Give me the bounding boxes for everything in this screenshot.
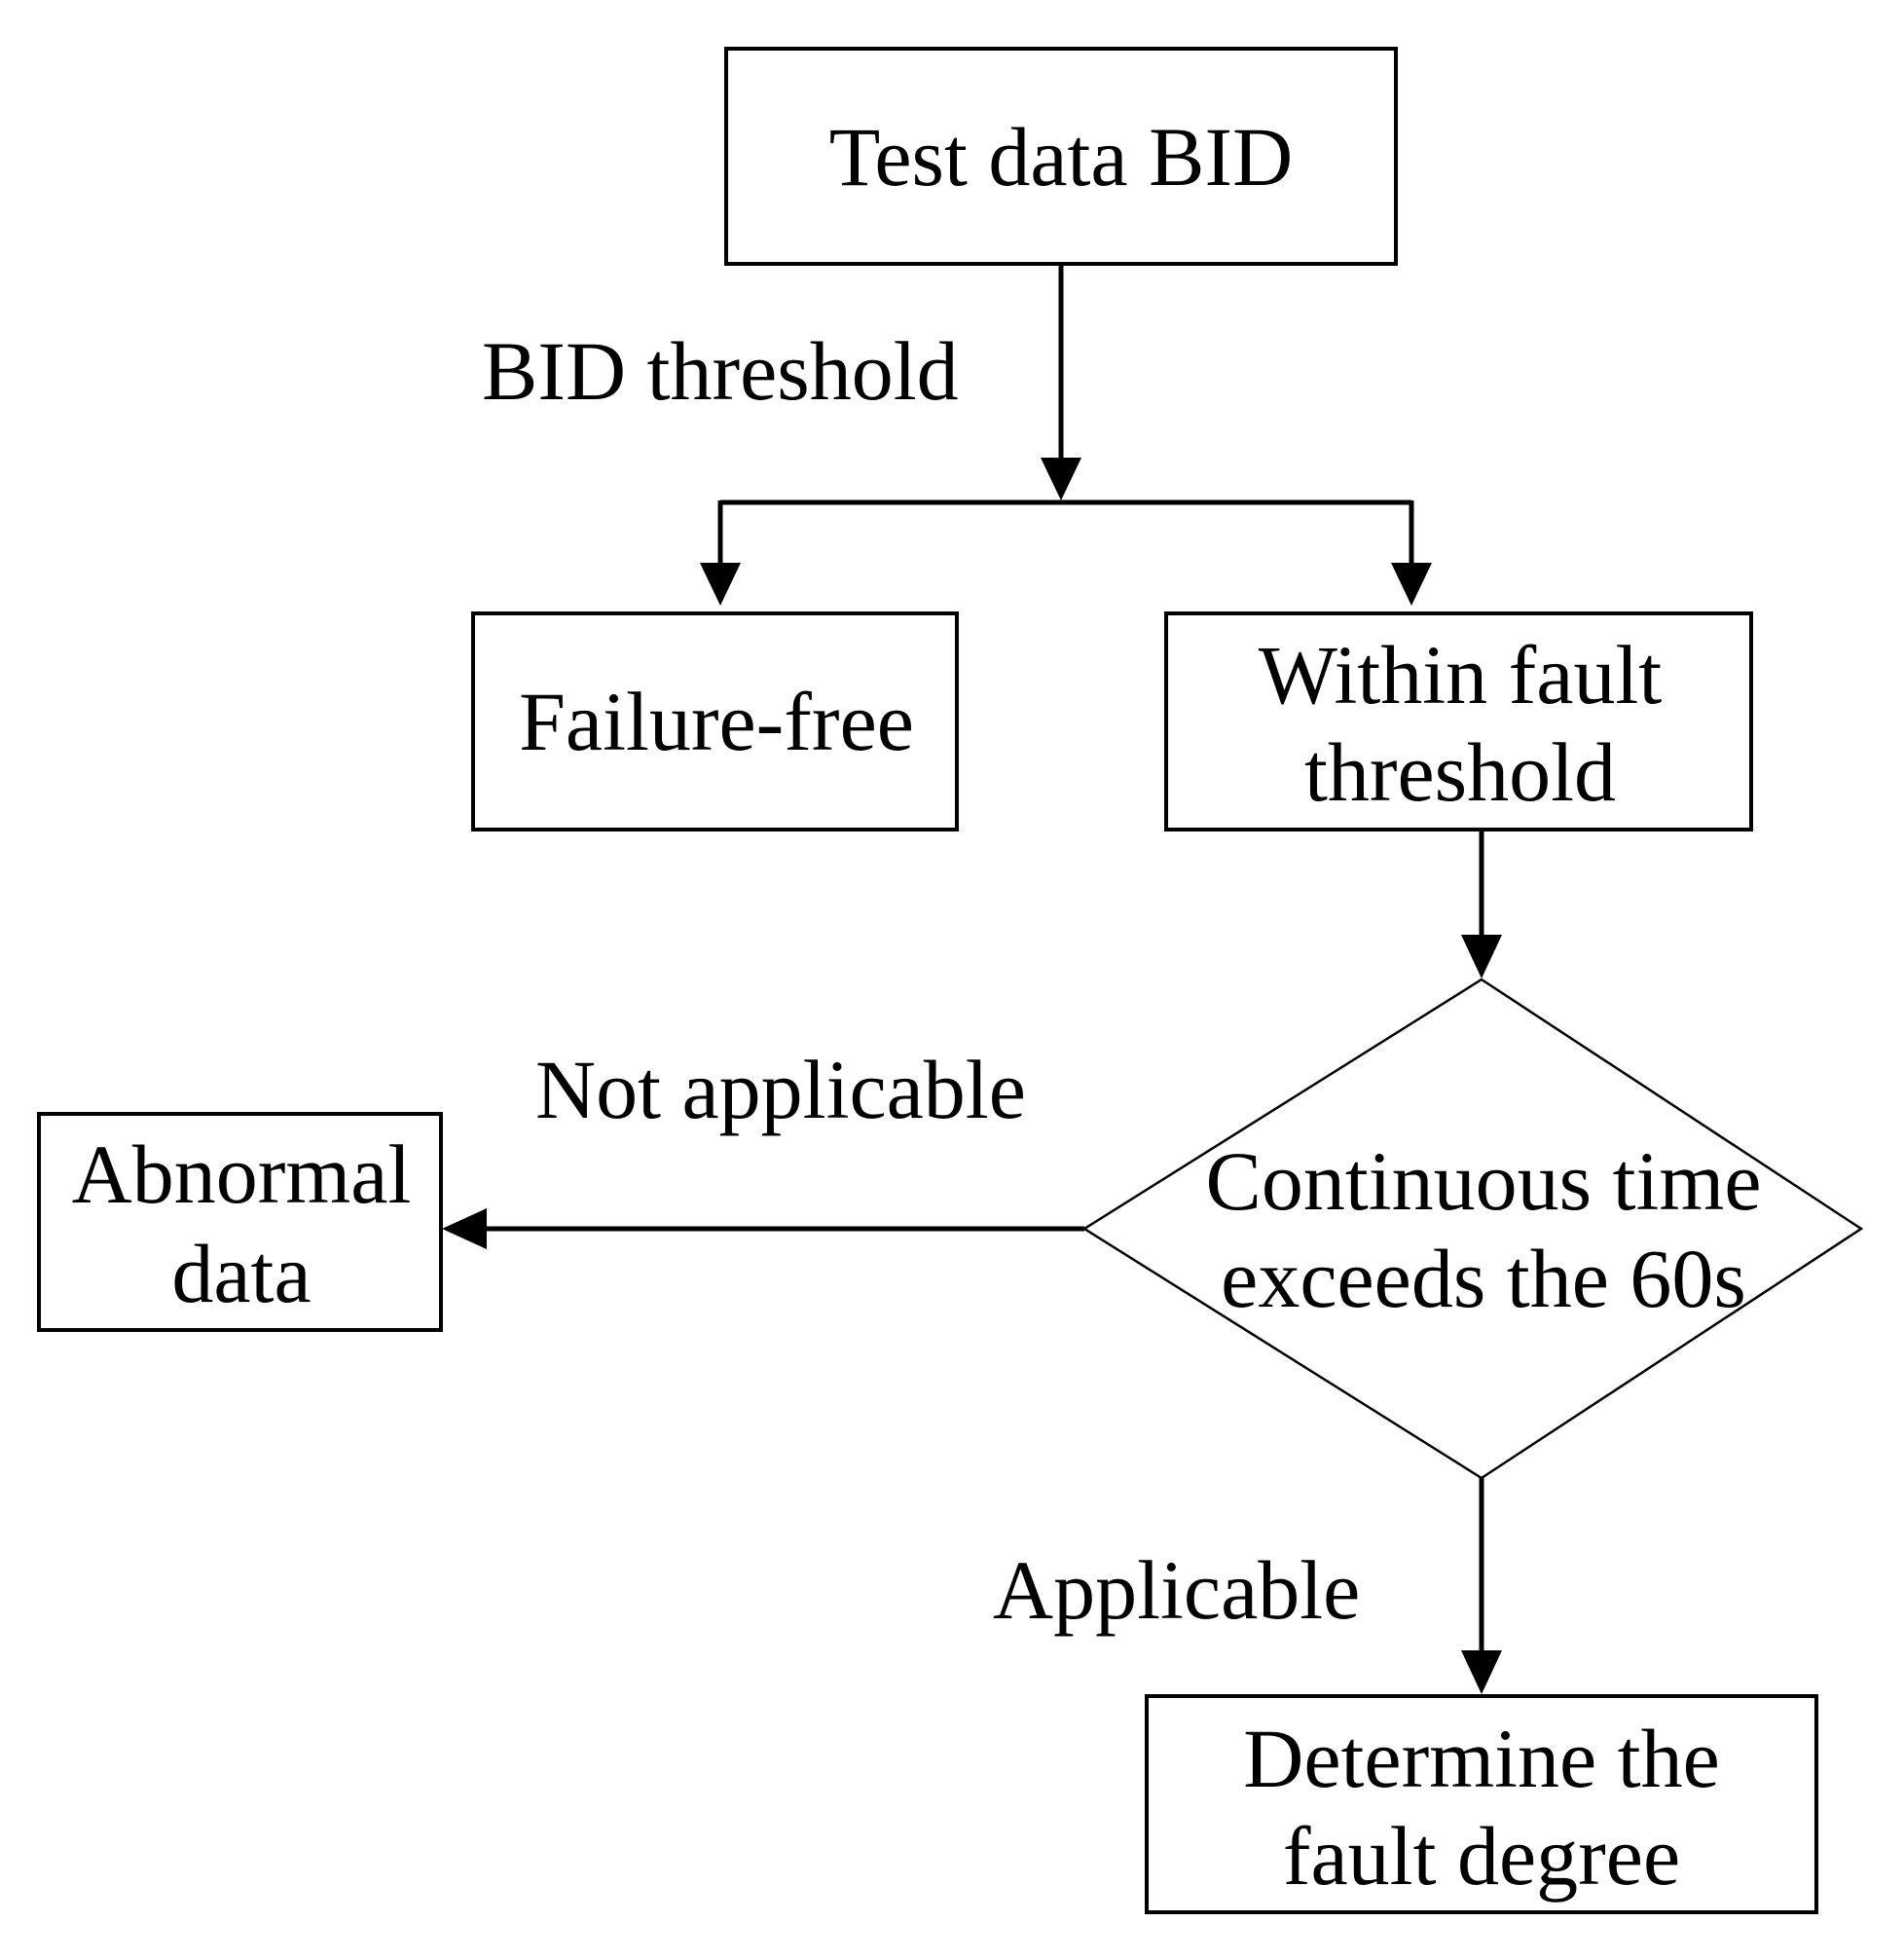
node-determine-label-line2: fault degree [1283,1809,1680,1903]
node-failure-free-label: Failure-free [519,675,914,768]
node-within-fault-label-line2: threshold [1304,725,1616,819]
node-determine-fault-degree: Determine the fault degree [1145,1694,1818,1914]
arrowhead-down [700,563,741,606]
edge-decision-to-abnormal [442,1208,1084,1249]
arrowhead-down [1391,563,1432,606]
edge-label-not-applicable: Not applicable [535,1043,1026,1136]
node-within-fault-label-line1: Within fault [1259,628,1663,721]
edge-split-to-failure-free [700,500,741,606]
arrowhead-down [1041,458,1081,500]
edge-label-bid-threshold: BID threshold [482,324,959,418]
node-abnormal-label-line1: Abnormal [72,1127,412,1221]
arrowhead-left [442,1208,487,1249]
arrowhead-down [1461,935,1502,979]
node-decision-continuous-time: Continuous time exceeds the 60s [1081,978,1864,1480]
node-abnormal-data: Abnormal data [37,1112,443,1332]
node-test-data-bid: Test data BID [724,47,1398,266]
node-failure-free: Failure-free [471,611,959,832]
node-decision-label-line2: exceeds the 60s [1221,1232,1746,1325]
edge-label-applicable: Applicable [993,1543,1360,1637]
edge-split-to-within-fault [1391,500,1432,606]
edge-test-to-split [1041,264,1081,500]
arrowhead-down [1461,1650,1502,1694]
node-abnormal-label-line2: data [171,1227,311,1320]
edge-within-fault-to-decision [1461,830,1502,979]
edge-decision-to-determine [1461,1478,1502,1694]
node-decision-label-line1: Continuous time [1206,1134,1762,1228]
node-determine-label-line1: Determine the [1243,1712,1720,1805]
node-within-fault-threshold: Within fault threshold [1164,611,1753,832]
node-test-data-bid-label: Test data BID [829,110,1293,203]
